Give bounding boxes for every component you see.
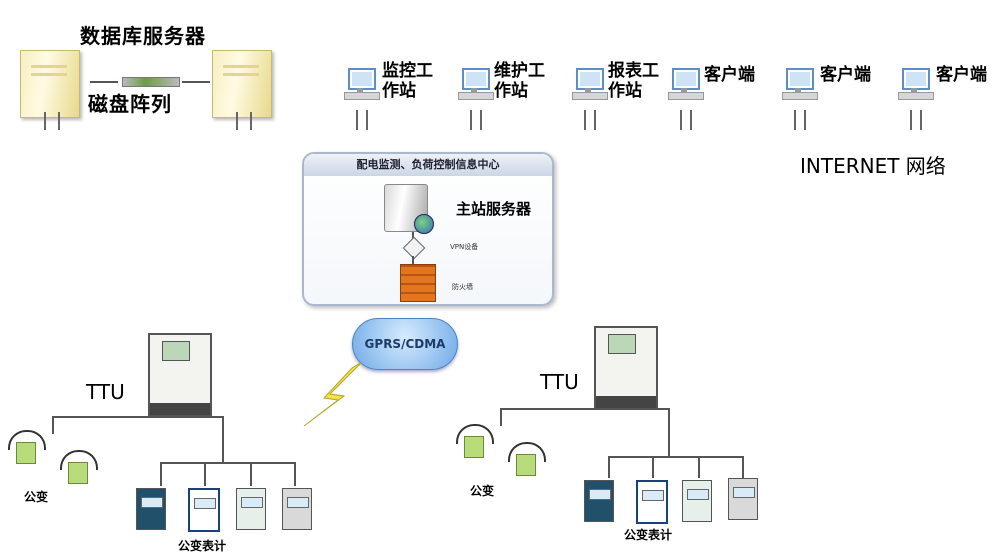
meter-drop xyxy=(250,462,252,486)
transformer-phone-icon-4 xyxy=(508,442,546,476)
transformer-phone-icon-3 xyxy=(456,424,494,458)
meter-drop xyxy=(608,456,610,478)
gprs-cloud-icon: GPRS/CDMA xyxy=(352,318,458,370)
report-ws-label-2: 作站 xyxy=(608,81,642,101)
meter-icon xyxy=(236,488,266,530)
meter-icon xyxy=(682,480,712,522)
gprs-label: GPRS/CDMA xyxy=(364,337,446,351)
db-server-icon-left xyxy=(20,50,80,118)
report-ws-label-1: 报表工 xyxy=(608,61,659,81)
disk-array-label: 磁盘阵列 xyxy=(88,92,172,116)
meter-drop xyxy=(204,462,206,486)
meter-bus-line-left xyxy=(160,462,296,464)
meter-icon xyxy=(282,488,312,530)
public-meter-label-right: 公变表计 xyxy=(624,528,673,542)
client-icon-2 xyxy=(782,68,818,104)
vpn-label: VPN设备 xyxy=(450,243,479,251)
workstation-legs xyxy=(356,110,368,130)
maintain-ws-label-1: 维护工 xyxy=(494,61,545,81)
ttu-label-left: TTU xyxy=(86,380,125,404)
maintenance-workstation-icon xyxy=(458,68,494,104)
db-server-left-legs xyxy=(44,112,60,130)
monitor-workstation-icon xyxy=(344,68,380,104)
workstation-legs xyxy=(470,110,482,130)
meter-drop xyxy=(742,456,744,478)
report-workstation-icon xyxy=(572,68,608,104)
lightning-icon xyxy=(303,361,363,427)
ttu-drop-line xyxy=(668,408,670,456)
workstation-legs xyxy=(584,110,596,130)
info-center-panel: 配电监测、负荷控制信息中心 主站服务器 VPN设备 防火墙 xyxy=(302,152,554,306)
disk-array-icon xyxy=(122,77,180,87)
connector-line xyxy=(182,81,210,83)
link-line xyxy=(412,256,414,264)
ttu-bus-line xyxy=(500,408,670,410)
ttu-label-right: TTU xyxy=(540,370,579,394)
info-center-title: 配电监测、负荷控制信息中心 xyxy=(304,154,552,176)
ttu-left-line xyxy=(500,408,502,426)
public-meter-label-left: 公变表计 xyxy=(178,539,227,553)
maintain-ws-label-2: 作站 xyxy=(494,81,528,101)
firewall-label: 防火墙 xyxy=(452,283,473,291)
globe-icon xyxy=(414,214,434,234)
connector-line xyxy=(90,81,118,83)
firewall-icon xyxy=(400,264,436,302)
ttu-device-icon-left xyxy=(148,333,212,417)
transformer-label-left: 公变 xyxy=(24,490,49,504)
meter-icon xyxy=(136,488,166,530)
transformer-label-right: 公变 xyxy=(470,484,495,498)
db-server-right-legs xyxy=(236,112,252,130)
monitor-ws-label-1: 监控工 xyxy=(382,61,433,81)
transformer-phone-icon-2 xyxy=(60,450,98,484)
client-icon-3 xyxy=(898,68,934,104)
ttu-drop-line xyxy=(222,416,224,462)
db-server-icon-right xyxy=(212,50,272,118)
client-label-1: 客户端 xyxy=(704,65,755,85)
meter-drop xyxy=(160,462,162,486)
db-server-label: 数据库服务器 xyxy=(80,24,206,48)
client-label-2: 客户端 xyxy=(820,65,871,85)
meter-drop xyxy=(652,456,654,478)
client-legs xyxy=(680,110,692,130)
ttu-left-line xyxy=(52,416,54,434)
meter-bus-line-right xyxy=(608,456,744,458)
client-legs xyxy=(910,110,922,130)
meter-drop xyxy=(698,456,700,478)
internet-label: INTERNET 网络 xyxy=(800,154,946,178)
monitor-ws-label-2: 作站 xyxy=(382,81,416,101)
meter-icon xyxy=(728,478,758,520)
client-icon-1 xyxy=(668,68,704,104)
main-server-icon xyxy=(384,184,428,232)
meter-drop xyxy=(294,462,296,486)
meter-icon xyxy=(188,488,220,532)
transformer-phone-icon-1 xyxy=(8,430,46,464)
ttu-bus-line xyxy=(52,416,224,418)
ttu-device-icon-right xyxy=(594,326,658,410)
client-legs xyxy=(794,110,806,130)
meter-icon xyxy=(636,480,668,524)
main-server-label: 主站服务器 xyxy=(456,200,532,218)
client-label-3: 客户端 xyxy=(936,65,987,85)
meter-icon xyxy=(584,480,614,522)
vpn-device-icon xyxy=(402,236,426,260)
